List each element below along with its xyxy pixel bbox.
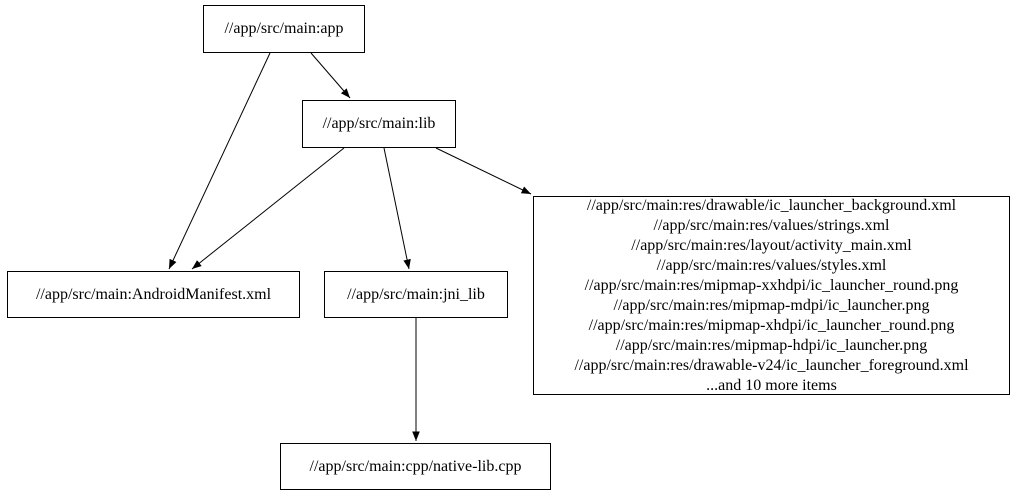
res-group-line: //app/src/main:res/mipmap-xxhdpi/ic_laun…: [584, 276, 959, 294]
node-jni-lib: //app/src/main:jni_lib: [324, 271, 508, 318]
res-group-line: //app/src/main:res/values/strings.xml: [653, 216, 890, 234]
edge-app-to-manifest: [168, 52, 271, 270]
node-app-label: //app/src/main:app: [224, 20, 344, 37]
node-lib-label: //app/src/main:lib: [322, 115, 436, 132]
res-group-line: //app/src/main:res/drawable-v24/ic_launc…: [574, 356, 969, 374]
edge-app-to-lib: [310, 52, 351, 99]
res-group-line: //app/src/main:res/mipmap-xhdpi/ic_launc…: [588, 316, 955, 334]
res-group-more-items: ...and 10 more items: [706, 376, 837, 394]
node-native-cpp: //app/src/main:cpp/native-lib.cpp: [280, 443, 551, 490]
res-group-line: //app/src/main:res/mipmap-hdpi/ic_launch…: [615, 336, 928, 354]
node-lib: //app/src/main:lib: [302, 100, 456, 148]
node-android-manifest-label: //app/src/main:AndroidManifest.xml: [35, 285, 272, 303]
edge-lib-to-manifest: [191, 147, 345, 270]
res-group-line: //app/src/main:res/mipmap-mdpi/ic_launch…: [613, 296, 930, 314]
res-group-line: //app/src/main:res/layout/activity_main.…: [631, 236, 912, 254]
node-app: //app/src/main:app: [203, 5, 365, 53]
node-native-cpp-label: //app/src/main:cpp/native-lib.cpp: [309, 457, 522, 475]
res-group-line: //app/src/main:res/drawable/ic_launcher_…: [586, 196, 957, 214]
node-res-group: //app/src/main:res/drawable/ic_launcher_…: [533, 196, 1010, 395]
node-android-manifest: //app/src/main:AndroidManifest.xml: [7, 271, 300, 318]
res-group-line: //app/src/main:res/values/styles.xml: [656, 256, 887, 274]
node-jni-lib-label: //app/src/main:jni_lib: [347, 285, 485, 303]
edge-lib-to-res-group: [435, 147, 532, 195]
edge-lib-to-jni-lib: [383, 147, 411, 270]
